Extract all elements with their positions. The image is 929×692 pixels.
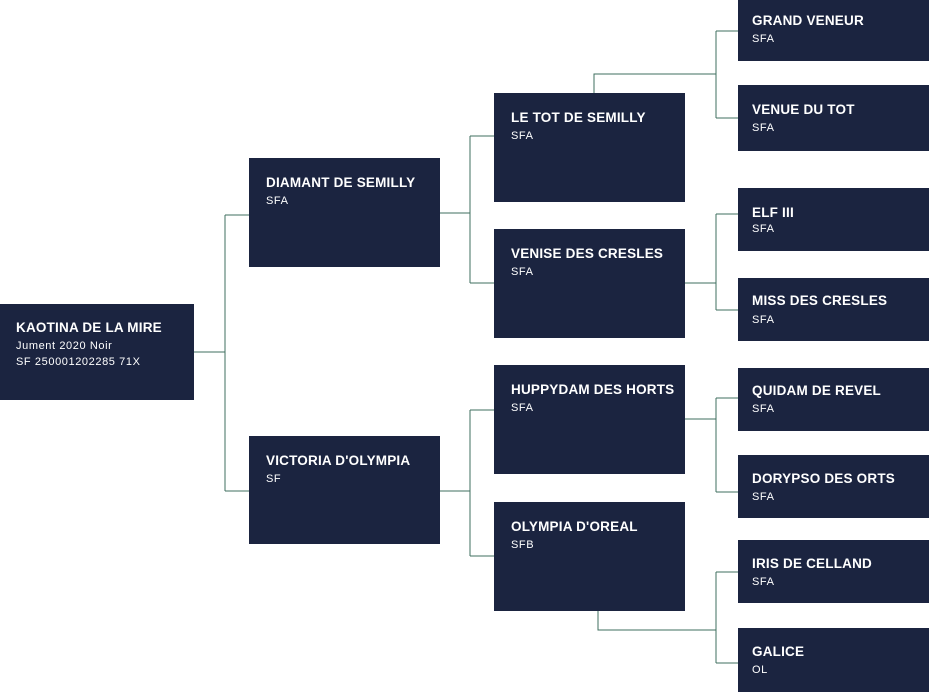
dds-name: IRIS DE CELLAND (752, 556, 873, 571)
ssd-name: VENUE DU TOT (752, 102, 855, 117)
dss-stud: SFA (752, 403, 775, 415)
dam-box[interactable]: VICTORIA D'OLYMPIA SF (249, 436, 440, 544)
connector-dam-dam (597, 571, 738, 664)
dss-box[interactable]: QUIDAM DE REVEL SFA (738, 368, 929, 431)
sire-box[interactable]: DIAMANT DE SEMILLY SFA (249, 158, 440, 267)
dam-sire-box[interactable]: HUPPYDAM DES HORTS SFA (494, 365, 685, 474)
sss-box[interactable]: GRAND VENEUR SFA (738, 0, 929, 61)
dam-sire-stud: SFA (511, 402, 534, 414)
connector-sire-dam (685, 213, 738, 311)
sire-dam-stud: SFA (511, 266, 534, 278)
sss-name: GRAND VENEUR (752, 13, 864, 28)
sire-dam-name: VENISE DES CRESLES (511, 246, 664, 261)
sire-sire-box[interactable]: LE TOT DE SEMILLY SFA (494, 93, 685, 202)
connector-sire (440, 135, 494, 284)
sss-stud: SFA (752, 33, 775, 45)
ssd-stud: SFA (752, 122, 775, 134)
dsd-box[interactable]: DORYPSO DES ORTS SFA (738, 455, 929, 518)
sire-dam-box[interactable]: VENISE DES CRESLES SFA (494, 229, 685, 338)
sire-sire-name: LE TOT DE SEMILLY (511, 110, 646, 125)
dam-dam-name: OLYMPIA D'OREAL (511, 519, 638, 534)
sds-name: ELF III (752, 205, 794, 220)
connector-dam-sire (685, 397, 738, 493)
sire-sire-stud: SFA (511, 130, 534, 142)
sire-stud: SFA (266, 195, 289, 207)
dsd-name: DORYPSO DES ORTS (752, 471, 895, 486)
dam-dam-box[interactable]: OLYMPIA D'OREAL SFB (494, 502, 685, 611)
dds-box[interactable]: IRIS DE CELLAND SFA (738, 540, 929, 603)
subject-details: Jument 2020 Noir (16, 340, 113, 352)
sdd-box[interactable]: MISS DES CRESLES SFA (738, 278, 929, 341)
sire-name: DIAMANT DE SEMILLY (266, 175, 416, 190)
sds-box[interactable]: ELF III SFA (738, 188, 929, 251)
subject-box[interactable]: KAOTINA DE LA MIRE Jument 2020 Noir SF 2… (0, 304, 194, 400)
dam-dam-stud: SFB (511, 539, 535, 551)
sds-stud: SFA (752, 223, 775, 235)
ddd-name: GALICE (752, 644, 805, 659)
connector-sire-sire (593, 30, 738, 119)
connector-dam (440, 409, 494, 557)
ddd-stud: OL (752, 664, 768, 676)
dam-name: VICTORIA D'OLYMPIA (266, 453, 411, 468)
dds-stud: SFA (752, 576, 775, 588)
ddd-box[interactable]: GALICE OL (738, 628, 929, 692)
sdd-name: MISS DES CRESLES (752, 293, 888, 308)
ssd-box[interactable]: VENUE DU TOT SFA (738, 85, 929, 151)
subject-name: KAOTINA DE LA MIRE (16, 320, 162, 335)
dam-sire-name: HUPPYDAM DES HORTS (511, 382, 675, 397)
connector-subject (194, 214, 249, 492)
sdd-stud: SFA (752, 314, 775, 326)
dam-stud: SF (266, 473, 282, 485)
dss-name: QUIDAM DE REVEL (752, 383, 882, 398)
dsd-stud: SFA (752, 491, 775, 503)
subject-registration: SF 250001202285 71X (16, 356, 141, 368)
